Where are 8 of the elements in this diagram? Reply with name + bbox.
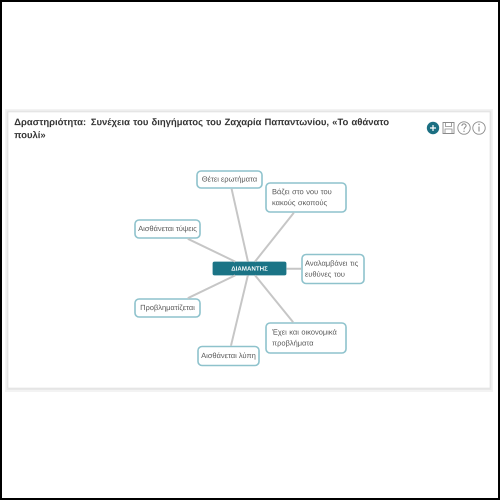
connector-line bbox=[187, 238, 236, 262]
connector-line bbox=[254, 212, 295, 262]
connector-line bbox=[230, 275, 249, 346]
connector-line bbox=[254, 274, 294, 323]
connector-line bbox=[230, 188, 249, 262]
connector-line bbox=[187, 274, 236, 300]
connector-line bbox=[286, 268, 302, 270]
title: Δραστηριότητα: Συνέχεια του διηγήματος του Ζαχαρία Παπαντωνίου, «Το αθάνατο πουλί» bbox=[14, 118, 389, 138]
